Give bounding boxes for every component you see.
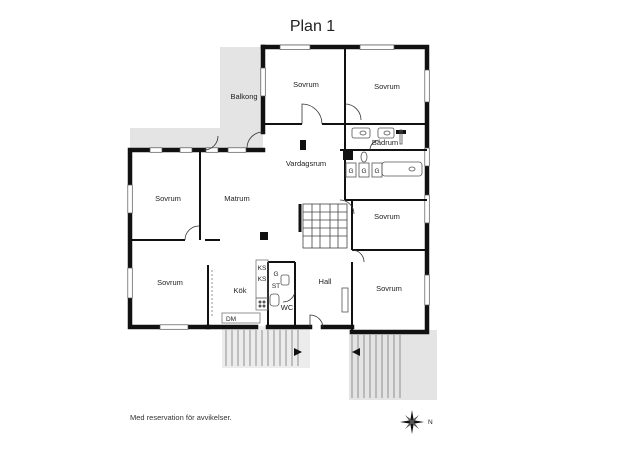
room-label-hall: Hall: [319, 277, 332, 286]
room-label-matrum: Matrum: [224, 194, 249, 203]
entrance-stair-arrow: [352, 348, 360, 356]
room-label-sovrum-top-left: Sovrum: [293, 80, 319, 89]
fixture-label-laundry-1: G: [348, 168, 353, 175]
room-label-badrum: Badrum: [372, 138, 398, 147]
room-label-sovrum-top-right: Sovrum: [374, 82, 400, 91]
fixture-label-g: G: [273, 271, 278, 278]
room-label-wc: WC: [281, 303, 294, 312]
room-label-sovrum-west-upper: Sovrum: [155, 194, 181, 203]
fixture-label-st: ST: [272, 283, 280, 290]
room-label-sovrum-east-lower: Sovrum: [376, 284, 402, 293]
fixture-label-laundry-2: G: [361, 168, 366, 175]
plan-title: Plan 1: [289, 18, 336, 35]
room-label-sovrum-west-lower: Sovrum: [157, 278, 183, 287]
room-label-vardagsrum: Vardagsrum: [286, 159, 326, 168]
fixture-label-laundry-3: G: [374, 168, 379, 175]
wall-blocks: [260, 130, 406, 240]
door-swings: [184, 103, 381, 328]
bathroom-fixtures: [269, 127, 423, 313]
compass-north-label: N: [428, 419, 433, 426]
west-stairs: [225, 330, 299, 366]
room-label-balkong: Balkong: [230, 92, 257, 101]
room-label-kok: Kök: [234, 286, 247, 295]
fixture-label-ks-upper: KS: [258, 265, 267, 272]
compass-icon: [400, 410, 424, 434]
west-stair-arrow: [294, 348, 302, 356]
fixture-label-dm: DM: [226, 316, 236, 323]
kitchen-counters: [211, 259, 269, 324]
stove-burners: [258, 300, 266, 308]
windows: [127, 44, 430, 330]
interior-staircase: [302, 203, 348, 249]
balcony-area: [130, 47, 263, 148]
entrance-stairs: [351, 335, 401, 398]
fixture-label-ks-lower: KS: [258, 276, 267, 283]
disclaimer-text: Med reservation för avvikelser.: [130, 413, 232, 422]
room-label-sovrum-east-mid: Sovrum: [374, 212, 400, 221]
entrance-terrace: [349, 330, 437, 400]
west-terrace: [222, 326, 310, 368]
